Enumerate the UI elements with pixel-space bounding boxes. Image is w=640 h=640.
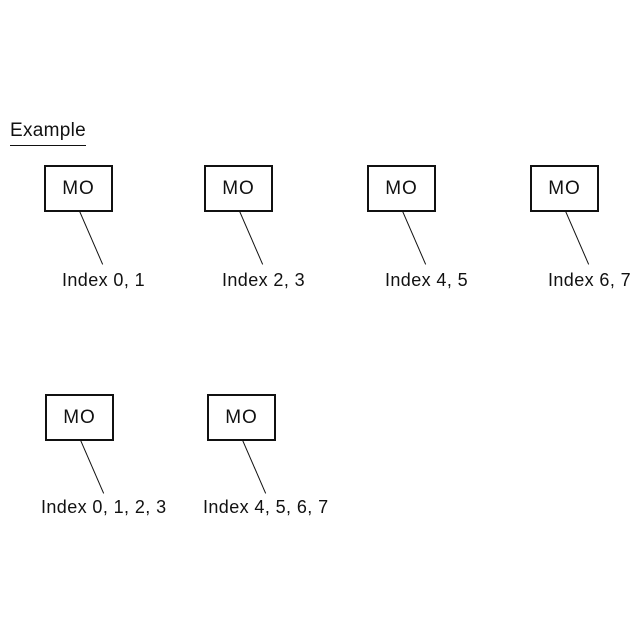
mo-box: MO xyxy=(207,394,276,441)
connector-line xyxy=(239,211,264,265)
mo-box: MO xyxy=(45,394,114,441)
index-label: Index 4, 5, 6, 7 xyxy=(203,497,329,517)
mo-node-6-7: MO Index 6, 7 xyxy=(530,165,640,295)
mo-box-label: MO xyxy=(62,177,95,199)
index-label: Index 0, 1, 2, 3 xyxy=(41,497,167,517)
mo-box: MO xyxy=(204,165,273,212)
connector-line xyxy=(80,440,105,494)
mo-box: MO xyxy=(367,165,436,212)
mo-box-label: MO xyxy=(548,177,581,199)
mo-box-label: MO xyxy=(63,406,96,428)
mo-box: MO xyxy=(530,165,599,212)
index-label: Index 0, 1 xyxy=(62,270,146,290)
mo-box-label: MO xyxy=(385,177,418,199)
mo-node-4-5-6-7: MO Index 4, 5, 6, 7 xyxy=(203,394,377,524)
index-label: Index 6, 7 xyxy=(548,270,632,290)
mo-box-label: MO xyxy=(222,177,255,199)
mo-node-2-3: MO Index 2, 3 xyxy=(204,165,374,295)
index-label: Index 2, 3 xyxy=(222,270,306,290)
connector-line xyxy=(565,211,590,265)
mo-node-4-5: MO Index 4, 5 xyxy=(367,165,537,295)
mo-box-label: MO xyxy=(225,406,258,428)
mo-node-0-1-2-3: MO Index 0, 1, 2, 3 xyxy=(41,394,215,524)
index-label: Index 4, 5 xyxy=(385,270,469,290)
page-title: Example xyxy=(10,120,87,146)
connector-line xyxy=(79,211,104,265)
mo-box: MO xyxy=(44,165,113,212)
connector-line xyxy=(402,211,427,265)
connector-line xyxy=(242,440,267,494)
mo-node-0-1: MO Index 0, 1 xyxy=(44,165,214,295)
